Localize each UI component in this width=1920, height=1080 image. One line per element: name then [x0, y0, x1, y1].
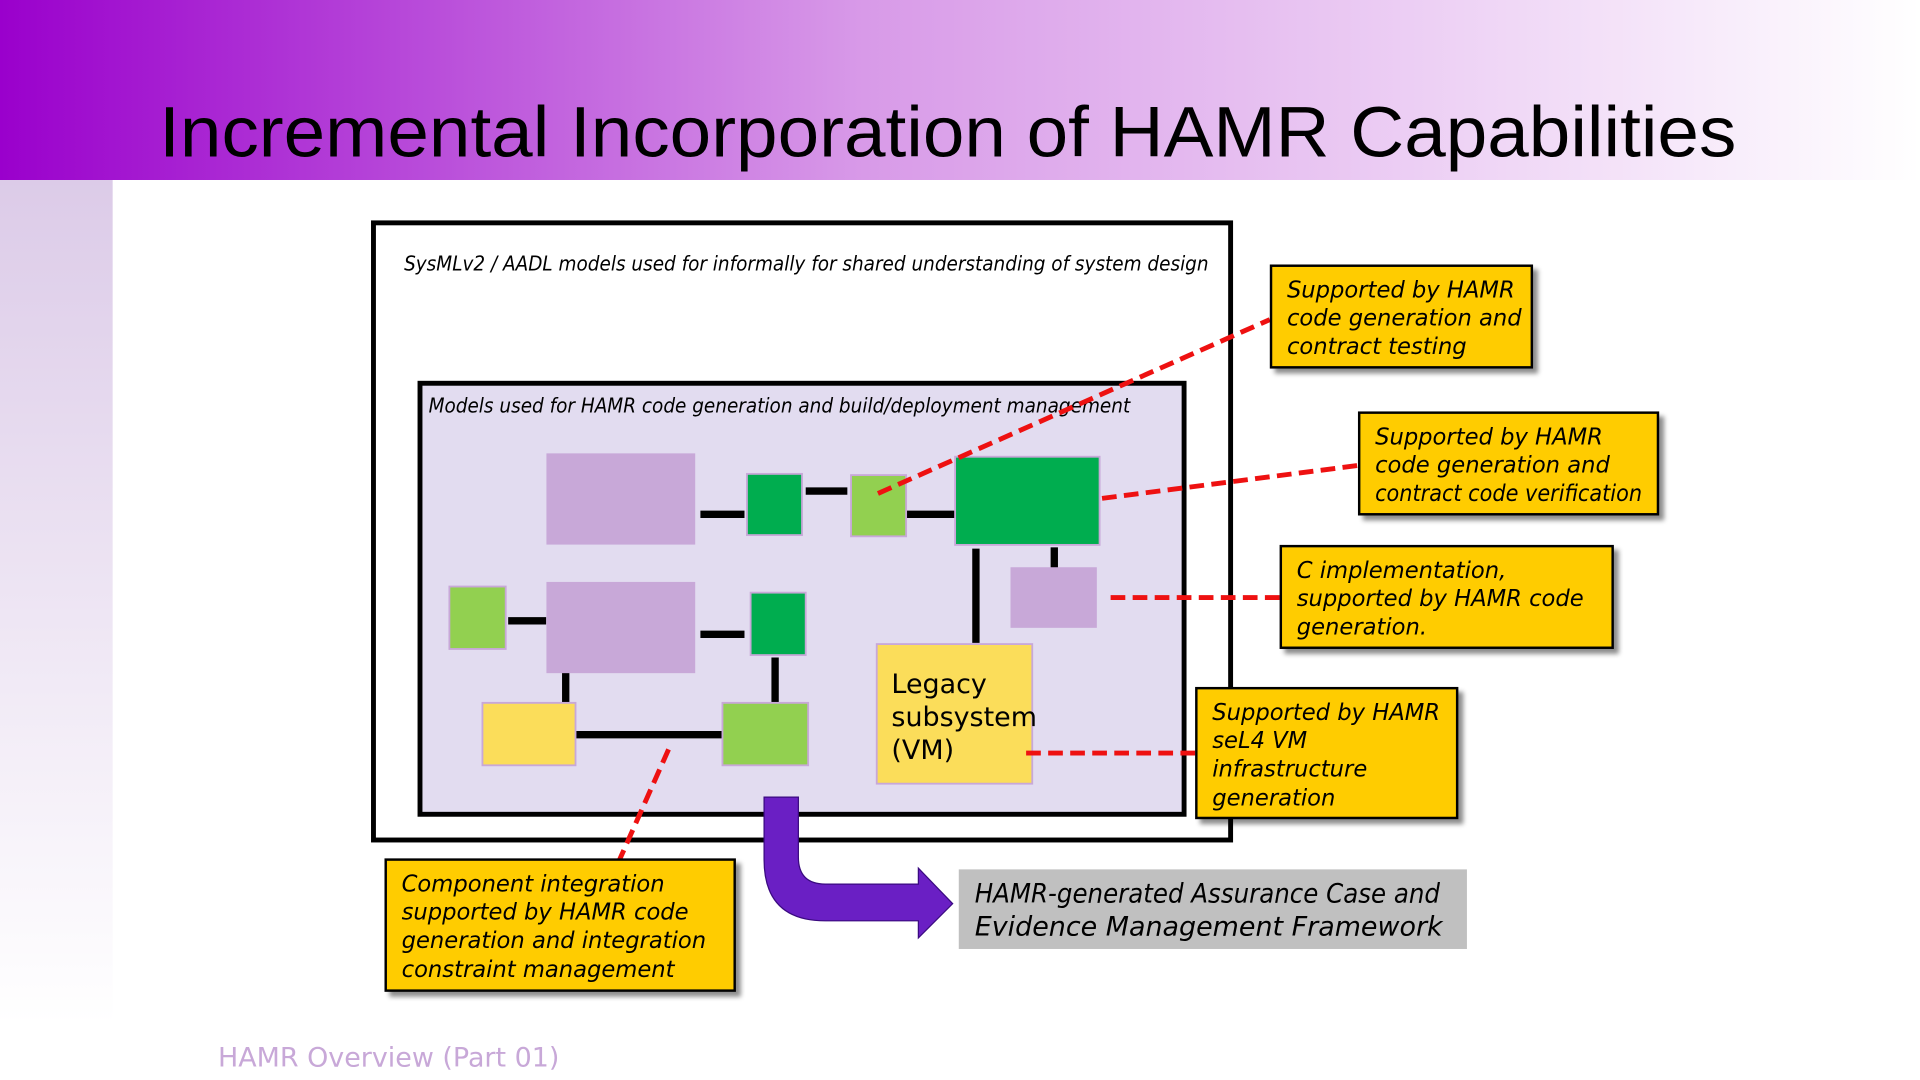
header-band	[0, 0, 1920, 180]
side-strip	[0, 180, 113, 1025]
legacy-subsystem-box	[875, 643, 1034, 785]
svg-text:C implementation,supported by: C implementation,supported by HAMR codeg…	[1297, 558, 1584, 640]
assurance-framework-label: HAMR-generated Assurance Case and Eviden…	[975, 878, 1449, 942]
connectors	[508, 487, 1058, 739]
inner-model-label: Models used for HAMR code generation and…	[429, 394, 1131, 418]
component-lavender	[546, 581, 696, 674]
legacy-subsystem-label: Legacy subsystem (VM)	[891, 669, 1045, 766]
leader-line	[876, 317, 1271, 496]
leader-line	[617, 748, 671, 861]
component-light-green	[850, 474, 908, 538]
component-yellow	[481, 701, 577, 767]
component-light-green	[721, 701, 810, 767]
component-lavender	[546, 453, 696, 545]
slide-footer: HAMR Overview (Part 01)	[218, 1043, 559, 1074]
component-lavender-c	[1010, 567, 1097, 628]
component-light-green	[448, 585, 507, 650]
component-dark-green	[746, 472, 803, 537]
flow-arrow	[763, 796, 954, 940]
outer-model-label: SysMLv2 / AADL models used for informall…	[404, 252, 1208, 276]
slide-title: Incremental Incorporation of HAMR Capabi…	[159, 94, 1736, 173]
assurance-framework-box	[958, 869, 1467, 949]
component-dark-green	[749, 591, 807, 657]
component-dark-green-large	[954, 455, 1101, 546]
